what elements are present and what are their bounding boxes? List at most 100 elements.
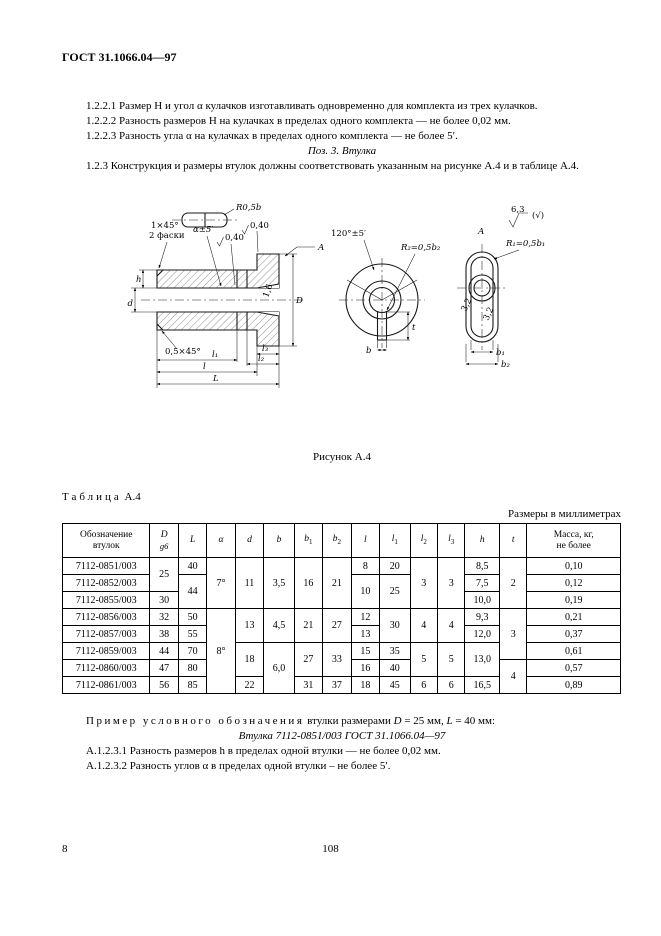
label-dim-h: h bbox=[136, 275, 141, 285]
example-var-D: D bbox=[393, 715, 402, 727]
cell-d: 18 bbox=[234, 642, 265, 677]
label-dim-l: l bbox=[203, 362, 206, 372]
cell-l: 18 bbox=[350, 676, 381, 694]
cell-mass: 0,57 bbox=[526, 659, 621, 677]
paragraph-1-2-3: 1.2.3 Конструкция и размеры втулок должн… bbox=[86, 160, 579, 172]
label-dim-D: D bbox=[295, 296, 303, 306]
cell-mass: 0,19 bbox=[526, 591, 621, 609]
header-b1: b1 bbox=[293, 523, 324, 558]
cell-h: 8,5 bbox=[464, 557, 500, 575]
table-units-note: Размеры в миллиметрах bbox=[508, 508, 621, 520]
label-r05b: R0,5b bbox=[235, 203, 261, 213]
header-mass: Масса, кг, не более bbox=[526, 523, 621, 558]
cell-l: 15 bbox=[350, 642, 381, 660]
label-dim-b: b bbox=[366, 346, 371, 356]
figure-a4: R0,5b bbox=[62, 200, 622, 463]
header-designation: Обозначение втулок bbox=[61, 523, 151, 558]
cell-L: 44 bbox=[177, 574, 208, 609]
cell-mass: 0,10 bbox=[526, 557, 621, 575]
cell-b: 3,5 bbox=[263, 557, 295, 609]
cell-D: 47 bbox=[149, 659, 179, 677]
figure-caption: Рисунок А.4 bbox=[313, 451, 371, 463]
table-row: 7112-0855/003 30 10,0 0,19 bbox=[61, 591, 621, 609]
cell-d: 22 bbox=[234, 676, 265, 694]
cell-l1: 45 bbox=[379, 676, 411, 694]
table-title-number: А.4 bbox=[124, 491, 141, 503]
view-a: А R₁=0,5b₁ 3,2 3,2 b₁ b₂ bbox=[457, 227, 545, 370]
cell-l: 8 bbox=[350, 557, 381, 575]
cell-alpha: 7° bbox=[206, 557, 236, 609]
table-row: 7112-0857/003 38 55 13 12,0 0,37 bbox=[61, 625, 621, 643]
cell-mass: 0,21 bbox=[526, 608, 621, 626]
flange-front-view: 120°±5′ R₂=0,5b₂ b t bbox=[331, 229, 441, 356]
table-title-word: Таблица bbox=[62, 491, 122, 503]
cell-D: 30 bbox=[149, 591, 179, 609]
header-b: b bbox=[263, 523, 295, 558]
label-ra-16: 1,6 bbox=[261, 283, 275, 299]
label-r1-radius: R₁=0,5b₁ bbox=[505, 239, 545, 249]
cell-l1: 25 bbox=[379, 574, 411, 609]
cell-D: 56 bbox=[149, 676, 179, 694]
label-chamfer-1x45: 1×45° bbox=[151, 221, 179, 231]
cell-b1: 27 bbox=[293, 642, 324, 677]
header-L: L bbox=[177, 523, 208, 558]
cell-b2: 27 bbox=[322, 608, 352, 643]
cell-d: 11 bbox=[234, 557, 265, 609]
header-l2: l2 bbox=[409, 523, 438, 558]
label-dim-L: L bbox=[212, 374, 219, 384]
cell-b2: 21 bbox=[322, 557, 352, 609]
cell-L: 55 bbox=[177, 625, 208, 643]
surface-finish-note: 6,3 (√) bbox=[508, 205, 544, 228]
label-dim-t: t bbox=[412, 323, 416, 333]
standard-number: ГОСТ 31.1066.04—97 bbox=[62, 50, 177, 64]
cell-h: 7,5 bbox=[464, 574, 500, 592]
cell-l1: 30 bbox=[379, 608, 411, 643]
label-dim-l1: l₁ bbox=[212, 350, 218, 360]
cell-l: 12 bbox=[350, 608, 381, 626]
example-var-L: L bbox=[446, 715, 453, 727]
cell-mass: 0,12 bbox=[526, 574, 621, 592]
note-a1-2-3-1: А.1.2.3.1 Разность размеров h в пределах… bbox=[86, 745, 441, 757]
cell-L: 80 bbox=[177, 659, 208, 677]
cell-b2: 33 bbox=[322, 642, 352, 677]
label-dim-l3: l₃ bbox=[262, 344, 269, 354]
cell-mass: 0,37 bbox=[526, 625, 621, 643]
cell-b2: 37 bbox=[322, 676, 352, 694]
cell-d: 13 bbox=[234, 608, 265, 643]
label-angle-120: 120°±5′ bbox=[331, 229, 366, 239]
cell-designation: 7112-0856/003 bbox=[61, 608, 151, 626]
example-designation: Втулка 7112-0851/003 ГОСТ 31.1066.04—97 bbox=[238, 730, 446, 742]
cell-t: 4 bbox=[498, 659, 528, 694]
label-dim-d: d bbox=[128, 299, 134, 309]
cell-l3: 4 bbox=[436, 608, 466, 643]
page-number-left: 8 bbox=[62, 843, 68, 855]
cell-D: 32 bbox=[149, 608, 179, 626]
cell-b: 4,5 bbox=[263, 608, 295, 643]
cell-mass: 0,61 bbox=[526, 642, 621, 660]
table-row: 7112-0852/003 44 10 25 7,5 0,12 bbox=[61, 574, 621, 609]
cell-h: 9,3 bbox=[464, 608, 500, 626]
table-row: 7112-0856/003 32 50 8° 13 4,5 21 27 12 3… bbox=[61, 608, 621, 694]
label-ra-32-b: 3,2 bbox=[482, 306, 497, 322]
cell-designation: 7112-0861/003 bbox=[61, 676, 151, 694]
cell-alpha: 8° bbox=[206, 608, 236, 694]
cell-h: 16,5 bbox=[464, 676, 500, 694]
cell-designation: 7112-0852/003 bbox=[61, 574, 151, 592]
label-ra-040-a: 0,40 bbox=[225, 233, 244, 243]
roughness-check-icon bbox=[241, 224, 249, 235]
label-dim-b1: b₁ bbox=[496, 348, 505, 358]
main-section-view bbox=[141, 253, 303, 347]
cell-D: 38 bbox=[149, 625, 179, 643]
cell-h: 13,0 bbox=[464, 642, 500, 677]
position-caption: Поз. 3. Втулка bbox=[307, 145, 377, 157]
example-paragraph: Пример условного обозначения втулки разм… bbox=[62, 714, 622, 729]
example-val-D: = 25 мм, bbox=[401, 715, 447, 727]
cell-l: 10 bbox=[350, 574, 381, 609]
label-ra-63-paren: (√) bbox=[532, 210, 544, 221]
header-d: d bbox=[234, 523, 265, 558]
label-chamfer-05x45: 0,5×45° bbox=[165, 347, 201, 357]
cell-b: 6,0 bbox=[263, 642, 295, 694]
cell-t: 2 bbox=[498, 557, 528, 609]
